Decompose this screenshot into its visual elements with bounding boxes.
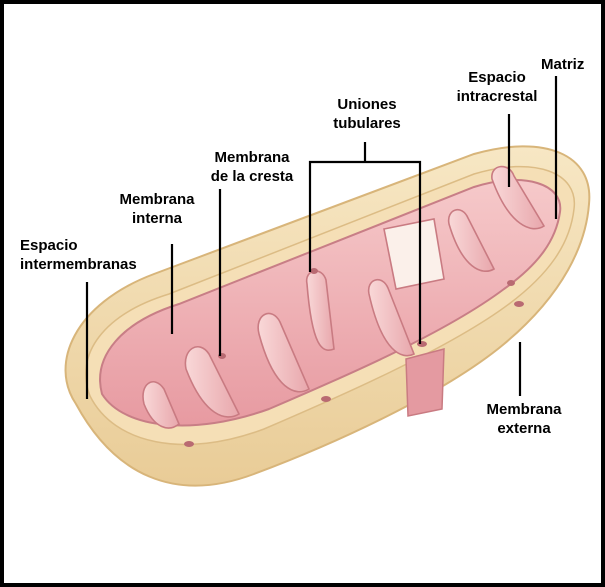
label-line: tubulares: [317, 114, 417, 133]
label-espacio-intermembranas: Espacio intermembranas: [20, 236, 137, 274]
label-membrana-externa: Membrana externa: [474, 400, 574, 438]
label-line: externa: [474, 419, 574, 438]
label-espacio-intracrestal: Espacio intracrestal: [442, 68, 552, 106]
label-line: de la cresta: [196, 167, 308, 186]
label-line: Uniones: [317, 95, 417, 114]
label-line: Membrana: [474, 400, 574, 419]
label-matriz: Matriz: [541, 55, 584, 74]
label-line: Espacio: [442, 68, 552, 87]
label-line: intermembranas: [20, 255, 137, 274]
label-membrana-cresta: Membrana de la cresta: [196, 148, 308, 186]
label-line: interna: [112, 209, 202, 228]
label-line: intracrestal: [442, 87, 552, 106]
label-line: Espacio: [20, 236, 137, 255]
label-membrana-interna: Membrana interna: [112, 190, 202, 228]
label-line: Membrana: [112, 190, 202, 209]
label-uniones-tubulares: Uniones tubulares: [317, 95, 417, 133]
label-line: Membrana: [196, 148, 308, 167]
cutaway-notch: [406, 349, 444, 416]
